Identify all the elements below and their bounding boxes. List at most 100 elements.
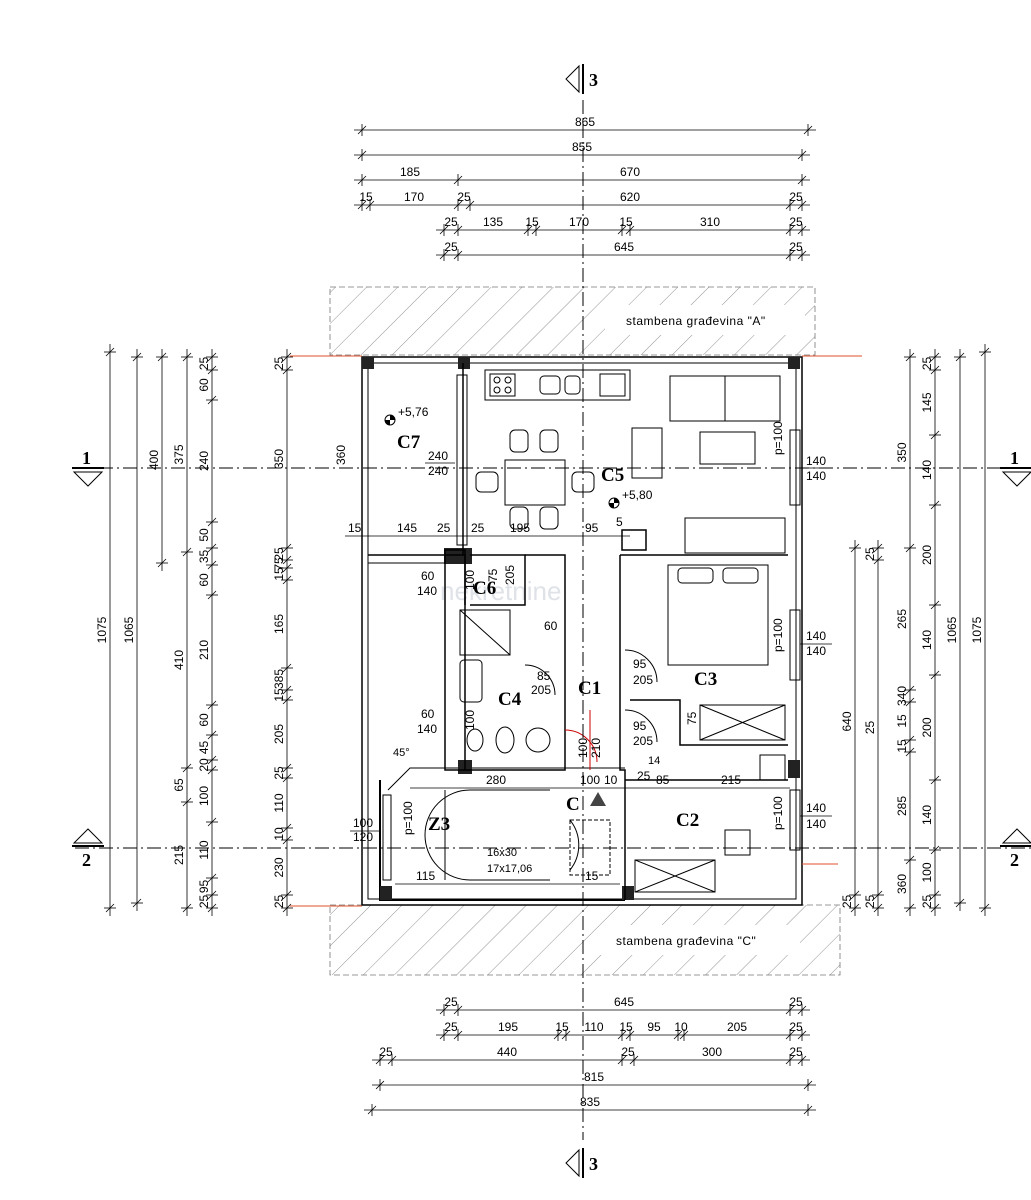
dimension-label: 140 [920, 805, 934, 825]
sofa [631, 375, 786, 554]
svg-text:100: 100 [463, 570, 477, 590]
dimension-label: 200 [920, 545, 934, 565]
section-marker-1-left: 1 [72, 448, 104, 487]
dimension-label: 640 [840, 711, 854, 731]
dimension-label: 340 [895, 686, 909, 706]
dimension-label: 25 [444, 215, 458, 229]
kitchen-counter [484, 369, 631, 401]
dimension-label: 375 [172, 444, 186, 464]
room-label-c6: C6 [473, 578, 496, 599]
svg-text:240: 240 [428, 449, 448, 463]
dimension-label: 25 [197, 357, 211, 371]
svg-text:360: 360 [334, 445, 348, 465]
section-marker-2-right: 2 [1000, 828, 1031, 870]
dimension-label: 645 [614, 995, 634, 1009]
dimension-label: 25 [621, 1045, 635, 1059]
room-label-c: C [566, 794, 580, 815]
room-label-c5: C5 [601, 465, 624, 486]
svg-text:25: 25 [637, 769, 651, 783]
svg-text:100: 100 [576, 738, 590, 758]
svg-text:140: 140 [806, 454, 826, 468]
svg-text:p=100: p=100 [771, 796, 785, 830]
svg-text:+5,80: +5,80 [622, 488, 653, 502]
svg-text:205: 205 [633, 673, 653, 687]
dimension-label: 25 [444, 1020, 458, 1034]
svg-text:85: 85 [537, 669, 551, 683]
svg-text:100: 100 [463, 710, 477, 730]
dimension-label: 20 [197, 758, 211, 772]
section-marker-1-right: 1 [1000, 448, 1031, 487]
dimension-label: 95 [647, 1020, 661, 1034]
dimension-label: 170 [569, 215, 589, 229]
dimension-label: 15 [272, 688, 286, 702]
dimension-label: 25 [863, 721, 877, 735]
dimension-label: 670 [620, 165, 640, 179]
section-marker-3-bottom: 3 [565, 1148, 598, 1178]
svg-text:15: 15 [585, 869, 599, 883]
dimension-label: 75 [272, 557, 286, 571]
stair-steps-2: 17x17,06 [487, 863, 532, 875]
dimension-label: 10 [674, 1020, 688, 1034]
neighbor-a-label: stambena građevina "A" [626, 314, 766, 328]
dimension-label: 440 [497, 1045, 517, 1059]
dimension-label: 215 [172, 845, 186, 865]
svg-text:140: 140 [417, 584, 437, 598]
svg-text:140: 140 [806, 629, 826, 643]
dimension-label: 10 [272, 827, 286, 841]
room-label-z3: Z3 [428, 814, 450, 835]
dimension-label: 815 [584, 1070, 604, 1084]
dimension-label: 25 [197, 895, 211, 909]
dimension-label: 835 [580, 1095, 600, 1109]
dimension-label: 400 [147, 450, 161, 470]
dimension-label: 60 [197, 573, 211, 587]
svg-text:205: 205 [503, 565, 517, 585]
dimension-label: 15 [272, 567, 286, 581]
svg-text:60: 60 [421, 569, 435, 583]
dimension-label: 385 [272, 669, 286, 689]
svg-text:14: 14 [648, 755, 660, 767]
svg-text:195: 195 [510, 521, 530, 535]
dimension-label: 200 [920, 717, 934, 737]
svg-text:p=100: p=100 [401, 801, 415, 835]
svg-text:3: 3 [589, 1154, 598, 1174]
svg-text:1: 1 [82, 448, 91, 468]
dimension-label: 25 [272, 357, 286, 371]
dimension-label: 285 [895, 796, 909, 816]
neighbor-building-c: stambena građevina "C" [329, 904, 841, 976]
doors [524, 649, 658, 770]
dining-table [475, 429, 595, 530]
svg-text:240: 240 [428, 464, 448, 478]
dimension-label: 25 [863, 547, 877, 561]
dimension-label: 360 [895, 874, 909, 894]
dimension-label: 95 [197, 880, 211, 894]
dimension-label: 25 [444, 995, 458, 1009]
svg-text:10: 10 [604, 773, 618, 787]
neighbor-building-a: stambena građevina "A" [329, 286, 816, 356]
dimension-label: 15 [555, 1020, 569, 1034]
dimension-label: 25 [920, 895, 934, 909]
dimension-label: 100 [920, 862, 934, 882]
dimension-label: 25 [789, 240, 803, 254]
dimension-label: 210 [197, 640, 211, 660]
section-marker-3-top: 3 [565, 64, 598, 94]
svg-text:p=100: p=100 [771, 618, 785, 652]
dimension-label: 195 [498, 1020, 518, 1034]
svg-text:p=100: p=100 [771, 421, 785, 455]
svg-text:85: 85 [656, 773, 670, 787]
svg-text:75: 75 [486, 568, 500, 582]
dimension-label: 205 [272, 724, 286, 744]
dimension-label: 25 [272, 766, 286, 780]
dimension-label: 15 [525, 215, 539, 229]
dimension-label: 310 [700, 215, 720, 229]
dimension-label: 205 [727, 1020, 747, 1034]
stair-steps-1: 16x30 [487, 847, 517, 859]
dimension-label: 100 [197, 786, 211, 806]
bathroom-fixtures [459, 609, 551, 754]
watermark: nekretnine [440, 576, 561, 606]
dimension-label: 135 [483, 215, 503, 229]
dimension-label: 25 [863, 895, 877, 909]
svg-text:140: 140 [806, 469, 826, 483]
dimension-label: 145 [920, 392, 934, 412]
svg-text:145: 145 [397, 521, 417, 535]
